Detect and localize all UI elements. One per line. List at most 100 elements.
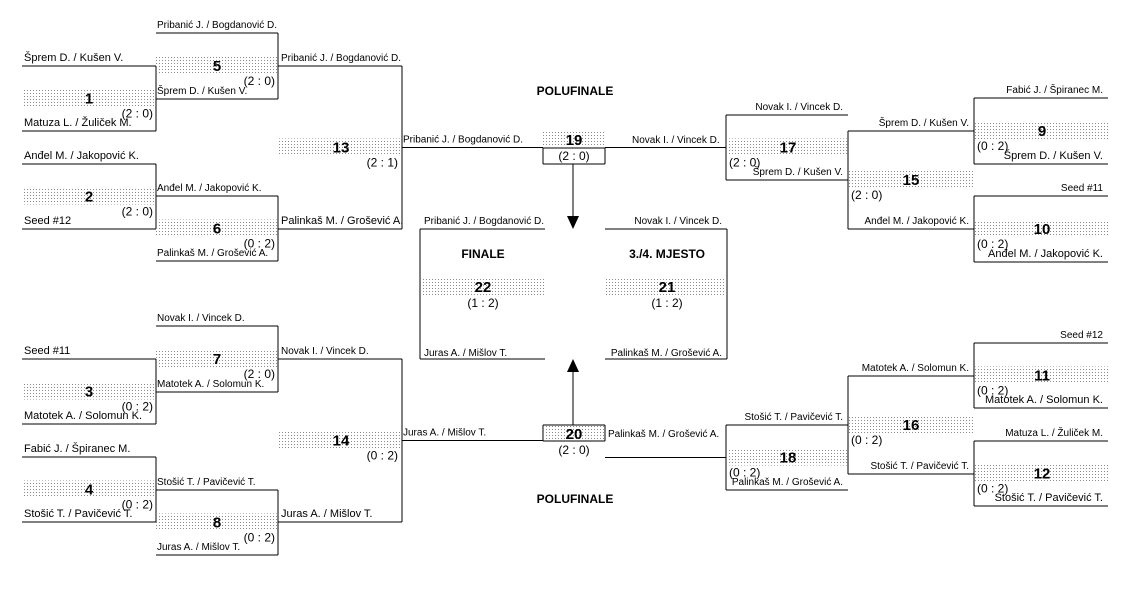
match-shade	[22, 89, 156, 107]
match-score: (0 : 2)	[977, 237, 1008, 251]
match-score: (2 : 0)	[851, 188, 882, 202]
match-shade	[974, 464, 1108, 482]
match-score: (2 : 0)	[729, 156, 760, 170]
match-shade	[22, 187, 156, 205]
team-name: Seed #12	[1060, 330, 1103, 341]
team-name: Matotek A. / Solomun K.	[985, 394, 1103, 406]
match-score: (2 : 0)	[122, 205, 153, 219]
semifinal-heading-bottom: POLUFINALE	[537, 492, 614, 506]
team-name: Matuza L. / Žuliček M.	[1005, 426, 1103, 439]
match-number: 22	[475, 279, 492, 296]
winner-name: Palinkaš M. / Grošević A.	[608, 429, 719, 440]
match-score: (2 : 0)	[122, 107, 153, 121]
match-shade	[848, 416, 974, 433]
match-score: (0 : 2)	[977, 384, 1008, 398]
winner-name: Pribanić J. / Bogdanović D.	[403, 135, 523, 146]
match-number: 10	[1034, 221, 1051, 238]
match-shade	[156, 57, 278, 74]
match-score: (2 : 1)	[367, 156, 398, 170]
match-score: (2 : 0)	[244, 74, 275, 88]
winner-name: Juras A. / Mišlov T.	[403, 428, 486, 439]
team-name: Šprem D. / Kušen V.	[753, 165, 843, 178]
team-name: Šprem D. / Kušen V.	[1004, 149, 1103, 162]
team-name: Palinkaš M. / Grošević A.	[281, 215, 403, 227]
team-name: Novak I. / Vincek D.	[281, 346, 369, 357]
match-score: (1 : 2)	[467, 296, 498, 310]
match-score: (0 : 2)	[244, 531, 275, 545]
team-name: Matotek A. / Solomun K.	[157, 379, 264, 390]
team-name: Juras A. / Mišlov T.	[424, 348, 507, 359]
match-number: 9	[1038, 123, 1046, 140]
match-number: 8	[213, 515, 221, 532]
team-name: Novak I. / Vincek D.	[157, 313, 245, 324]
final-heading: FINALE	[461, 247, 504, 261]
match-score: (2 : 0)	[558, 443, 589, 457]
match-number: 11	[1034, 368, 1050, 385]
match-score: (0 : 2)	[244, 237, 275, 251]
team-name: Stošić T. / Pavičević T.	[744, 412, 843, 423]
match-shade	[974, 122, 1108, 139]
match-number: 14	[333, 433, 350, 450]
match-shade	[22, 480, 156, 498]
match-score: (2 : 0)	[244, 367, 275, 381]
team-name: Matotek A. / Solomun K.	[24, 410, 142, 422]
team-name: Stošić T. / Pavičević T.	[157, 477, 256, 488]
team-name: Pribanić J. / Bogdanović D.	[424, 216, 544, 227]
team-name: Anđel M. / Jakopović K.	[865, 216, 970, 227]
match-shade	[605, 279, 727, 295]
team-name: Novak I. / Vincek D.	[755, 102, 843, 113]
match-shade	[543, 425, 605, 441]
match-number: 20	[566, 426, 583, 443]
match-number: 2	[85, 189, 93, 206]
match-shade	[22, 382, 156, 400]
match-number: 3	[85, 384, 93, 401]
match-shade	[726, 448, 848, 466]
team-name: Anđel M. / Jakopović K.	[988, 248, 1103, 260]
match-score: (0 : 2)	[977, 482, 1008, 496]
team-name: Palinkaš M. / Grošević A.	[732, 477, 843, 488]
team-name: Fabić J. / Špiranec M.	[1006, 83, 1103, 96]
match-score: (0 : 2)	[851, 433, 882, 447]
match-shade	[726, 138, 848, 156]
team-name: Stošić T. / Pavičević T.	[995, 492, 1103, 504]
match-shade	[156, 513, 278, 531]
bracket-lines	[22, 32, 1108, 556]
match-number: 18	[780, 450, 797, 467]
team-name: Seed #11	[24, 345, 70, 357]
team-name: Anđel M. / Jakopović K.	[24, 150, 139, 162]
team-name: Stošić T. / Pavičević T.	[870, 461, 969, 472]
team-name: Seed #12	[24, 215, 71, 227]
match-number: 15	[903, 172, 920, 189]
semifinal-heading-top: POLUFINALE	[537, 84, 614, 98]
match-number: 7	[213, 351, 221, 368]
match-number: 17	[780, 140, 797, 157]
match-number: 13	[333, 140, 350, 157]
team-name: Anđel M. / Jakopović K.	[157, 183, 262, 194]
team-name: Juras A. / Mišlov T.	[157, 542, 240, 553]
team-name: Pribanić J. / Bogdanović D.	[157, 20, 277, 31]
match-shade	[156, 219, 278, 237]
match-number: 16	[903, 417, 920, 434]
match-number: 5	[213, 58, 221, 75]
match-number: 12	[1034, 466, 1051, 483]
match-score: (0 : 2)	[122, 400, 153, 414]
match-shade	[278, 138, 402, 156]
match-number: 19	[566, 132, 583, 149]
match-score: (0 : 2)	[977, 139, 1008, 153]
match-shade	[543, 131, 605, 147]
match-shade	[421, 279, 545, 295]
match-shade	[156, 350, 278, 367]
team-name: Šprem D. / Kušen V.	[157, 84, 247, 97]
match-number: 4	[85, 482, 94, 499]
third-place-heading: 3./4. MJESTO	[629, 247, 705, 261]
team-name: Seed #11	[1061, 183, 1104, 194]
bracket-labels: Šprem D. / Kušen V. Matuza L. / Žuliček M…	[24, 20, 1103, 553]
team-name: Palinkaš M. / Grošević A.	[157, 248, 268, 259]
team-name: Pribanić J. / Bogdanović D.	[281, 53, 401, 64]
match-number: 6	[213, 221, 221, 238]
team-name: Juras A. / Mišlov T.	[281, 508, 373, 520]
match-shade	[278, 431, 402, 449]
match-score: (0 : 2)	[367, 449, 398, 463]
match-number: 1	[85, 91, 93, 108]
